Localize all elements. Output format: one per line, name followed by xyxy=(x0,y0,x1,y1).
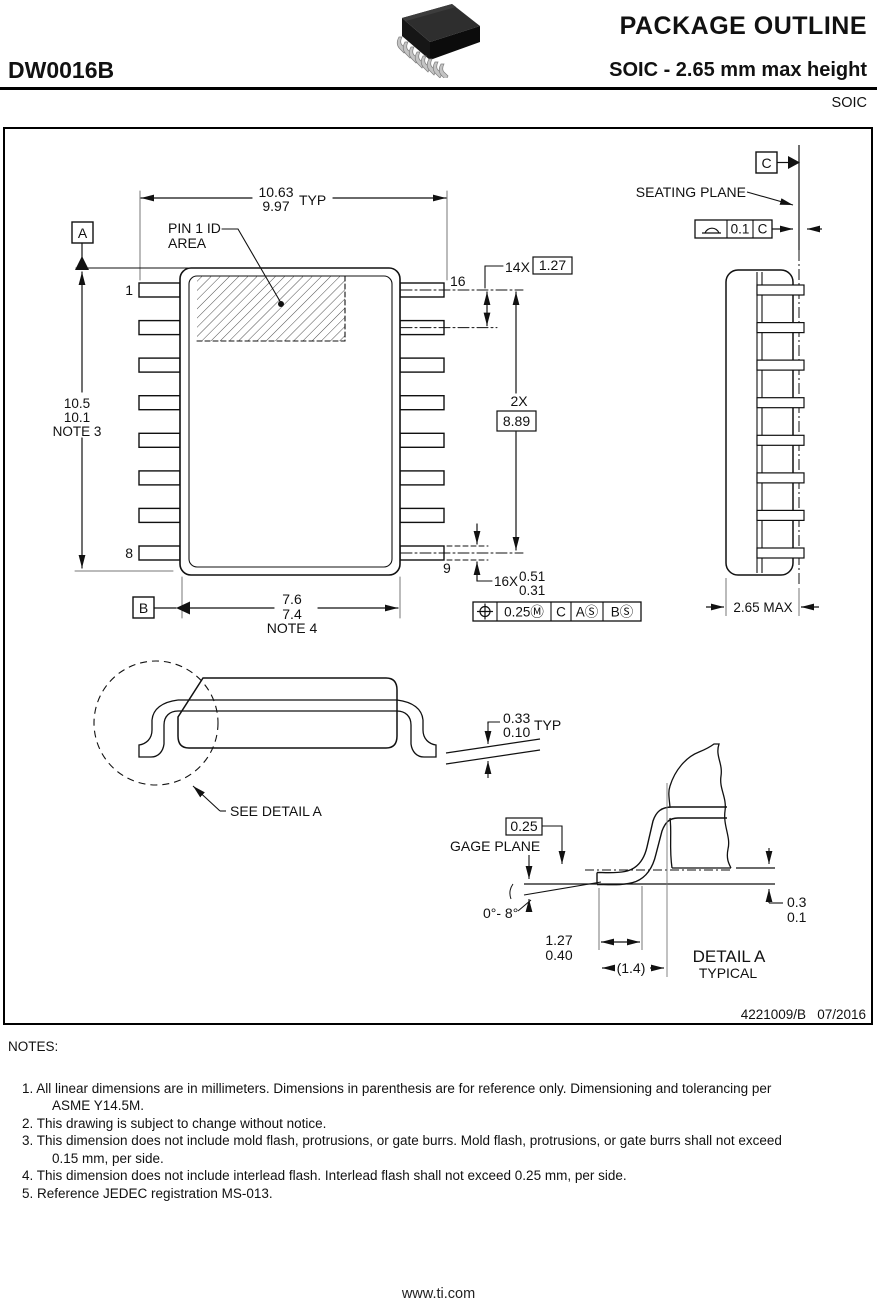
svg-text:0.10: 0.10 xyxy=(503,724,530,740)
svg-text:16X: 16X xyxy=(494,574,518,589)
foot-length-dimension: 1.27 0.40 xyxy=(545,886,643,963)
svg-text:NOTE 3: NOTE 3 xyxy=(53,424,102,439)
svg-text:GAGE PLANE: GAGE PLANE xyxy=(450,838,540,854)
package-body-profile xyxy=(177,677,398,749)
svg-text:0.25: 0.25 xyxy=(510,818,537,834)
datum-c: C xyxy=(755,151,800,174)
detail-a-subtitle: TYPICAL xyxy=(699,965,758,981)
svg-text:PIN 1 ID: PIN 1 ID xyxy=(168,220,221,236)
width-dimension: 10.63 9.97 TYP xyxy=(139,184,448,281)
svg-text:SEE DETAIL A: SEE DETAIL A xyxy=(230,803,322,819)
svg-text:NOTE 4: NOTE 4 xyxy=(267,620,318,636)
soic-chip-3d-icon xyxy=(380,0,484,81)
gage-plane-callout: 0.25 GAGE PLANE xyxy=(450,817,566,864)
right-lead xyxy=(396,699,437,758)
datum-a: A xyxy=(71,221,191,270)
body-width-dimension: B 7.6 7.4 NOTE 4 xyxy=(132,576,401,636)
svg-text:TYP: TYP xyxy=(534,717,561,733)
left-lead xyxy=(138,699,179,758)
lead-thickness-dimension: 0.33 0.10 TYP xyxy=(445,710,561,778)
part-number: DW0016B xyxy=(8,57,115,83)
pitch-dimension: 14X 1.27 xyxy=(483,256,573,327)
span-dimension: 2X 8.89 xyxy=(496,291,537,551)
svg-text:A: A xyxy=(78,225,88,241)
svg-text:AREA: AREA xyxy=(168,235,207,251)
svg-text:10.1: 10.1 xyxy=(64,410,90,425)
svg-text:1.27: 1.27 xyxy=(539,257,566,273)
doc-number: 4221009/B xyxy=(741,1007,806,1022)
notes-section: NOTES: 1. All linear dimensions are in m… xyxy=(8,1038,808,1202)
svg-text:8.89: 8.89 xyxy=(503,413,530,429)
lead-upper-surface xyxy=(596,806,727,874)
pin16-label: 16 xyxy=(450,273,466,289)
pin8-label: 8 xyxy=(125,545,133,561)
seating-plane-label: SEATING PLANE xyxy=(636,184,794,206)
svg-text:0.40: 0.40 xyxy=(545,947,572,963)
detail-a-view: 0.25 GAGE PLANE 0°- 8° 1.27 0.40 (1.4) xyxy=(450,743,807,981)
note-item-5: 5. Reference JEDEC registration MS-013. xyxy=(22,1185,273,1201)
svg-text:0.33: 0.33 xyxy=(503,710,530,726)
flatness-symbol-icon xyxy=(702,227,721,234)
note-item-1: 1. All linear dimensions are in millimet… xyxy=(22,1080,772,1114)
svg-text:0°- 8°: 0°- 8° xyxy=(483,905,518,921)
side-view: C SEATING PLANE 0.1 C xyxy=(636,145,822,616)
svg-text:1.27: 1.27 xyxy=(545,932,572,948)
svg-text:(1.4): (1.4) xyxy=(617,960,646,976)
datum-b: B xyxy=(139,600,148,616)
svg-text:0.3: 0.3 xyxy=(787,894,807,910)
length-dimension: 10.5 10.1 NOTE 3 xyxy=(53,271,174,572)
note-item-3: 3. This dimension does not include mold … xyxy=(22,1133,782,1166)
flatness-fcf: 0.1 C xyxy=(694,219,822,239)
page-title: PACKAGE OUTLINE xyxy=(619,12,867,40)
svg-text:0.1: 0.1 xyxy=(787,909,807,925)
package-body-top xyxy=(179,267,401,576)
package-family-label: SOIC xyxy=(831,95,867,111)
svg-text:10.5: 10.5 xyxy=(64,396,90,411)
ref-length-dimension: (1.4) xyxy=(602,960,664,976)
svg-text:SEATING PLANE: SEATING PLANE xyxy=(636,184,746,200)
pin1-label: 1 xyxy=(125,282,133,298)
foot-angle-line xyxy=(523,881,602,896)
lead-width-dimension: 16X 0.51 0.31 xyxy=(473,523,545,598)
svg-text:TYP: TYP xyxy=(299,192,326,208)
top-view: 1 8 16 9 10.63 9.97 TYP PIN 1 ID AREA A xyxy=(53,184,642,636)
svg-text:7.4: 7.4 xyxy=(282,606,302,622)
svg-text:2.65 MAX: 2.65 MAX xyxy=(733,600,792,615)
package-subtitle: SOIC - 2.65 mm max height xyxy=(609,59,867,81)
profile-view: SEE DETAIL A 0.33 0.10 TYP xyxy=(93,660,561,819)
height-dimension: 2.65 MAX xyxy=(706,578,819,616)
note-item-4: 4. This dimension does not include inter… xyxy=(22,1168,627,1183)
notes-heading: NOTES: xyxy=(8,1039,59,1054)
svg-text:BⓈ: BⓈ xyxy=(611,605,634,620)
pin9-label: 9 xyxy=(443,560,451,576)
svg-text:0.51: 0.51 xyxy=(519,569,545,584)
standoff-dimension: 0.3 0.1 xyxy=(765,848,807,925)
package-body-side xyxy=(725,269,794,576)
svg-text:7.6: 7.6 xyxy=(282,591,302,607)
svg-text:C: C xyxy=(758,222,768,237)
note-item-2: 2. This drawing is subject to change wit… xyxy=(22,1115,327,1131)
svg-text:C: C xyxy=(556,605,566,620)
svg-text:2X: 2X xyxy=(510,393,528,409)
see-detail-a-label: SEE DETAIL A xyxy=(192,785,322,819)
svg-text:C: C xyxy=(761,155,771,171)
detail-a-circle xyxy=(93,660,219,786)
position-symbol-icon xyxy=(476,603,494,620)
detail-a-title: DETAIL A xyxy=(693,947,766,966)
svg-text:0.25Ⓜ: 0.25Ⓜ xyxy=(504,605,544,620)
svg-text:0.31: 0.31 xyxy=(519,583,545,598)
position-fcf: 0.25Ⓜ C AⓈ BⓈ xyxy=(472,601,642,622)
svg-text:AⓈ: AⓈ xyxy=(576,605,599,620)
drawing-frame xyxy=(3,127,873,1025)
svg-text:14X: 14X xyxy=(505,259,531,275)
lead-angle-dimension: 0°- 8° xyxy=(483,855,533,921)
doc-date: 07/2016 xyxy=(817,1007,866,1022)
svg-text:0.1: 0.1 xyxy=(731,222,750,237)
svg-text:10.63: 10.63 xyxy=(258,184,293,200)
svg-text:9.97: 9.97 xyxy=(262,198,289,214)
pin1-id-label: PIN 1 ID AREA xyxy=(168,220,284,307)
header-divider xyxy=(0,87,877,90)
lead-lower-surface xyxy=(596,817,727,886)
ti-website-link[interactable]: www.ti.com xyxy=(401,1286,476,1302)
